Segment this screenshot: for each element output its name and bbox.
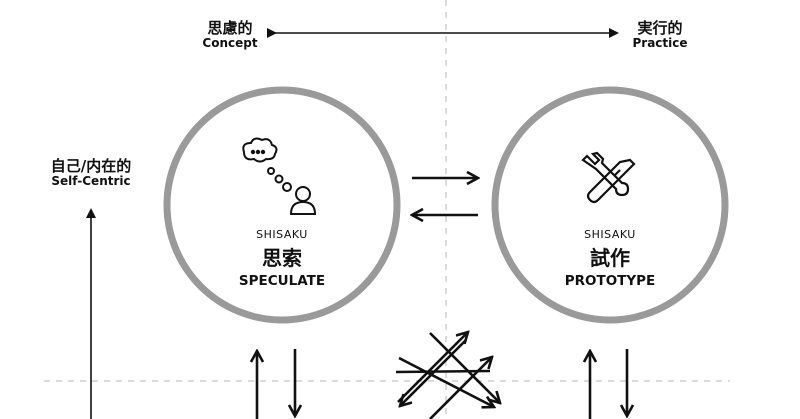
concept-jp: 思慮的 xyxy=(207,19,253,37)
wrench-screwdriver-icon xyxy=(581,151,636,204)
speculate-small: SHISAKU xyxy=(256,228,308,241)
practice-en: Practice xyxy=(632,36,688,51)
concept-label: 思慮的 Concept xyxy=(198,19,262,51)
prototype-word: PROTOTYPE xyxy=(564,273,656,289)
self-centric-label: 自己/内在的 Self-Centric xyxy=(36,157,146,189)
prototype-circle xyxy=(491,86,729,324)
self-centric-en: Self-Centric xyxy=(51,174,131,189)
self-centric-jp: 自己/内在的 xyxy=(50,157,132,175)
speculate-kanji: 思索 xyxy=(262,246,302,270)
prototype-small: SHISAKU xyxy=(584,228,636,241)
thinking-person-icon xyxy=(242,137,317,215)
practice-jp: 実行的 xyxy=(637,19,683,37)
practice-label: 実行的 Practice xyxy=(628,19,692,51)
prototype-kanji: 試作 xyxy=(590,246,630,270)
prototype-text: SHISAKU 試作 PROTOTYPE xyxy=(530,228,690,289)
speculate-text: SHISAKU 思索 SPECULATE xyxy=(202,228,362,289)
diagonal-arrows-cluster xyxy=(395,332,500,419)
concept-en: Concept xyxy=(202,36,258,51)
speculate-word: SPECULATE xyxy=(238,273,326,289)
speculate-circle xyxy=(163,86,401,324)
